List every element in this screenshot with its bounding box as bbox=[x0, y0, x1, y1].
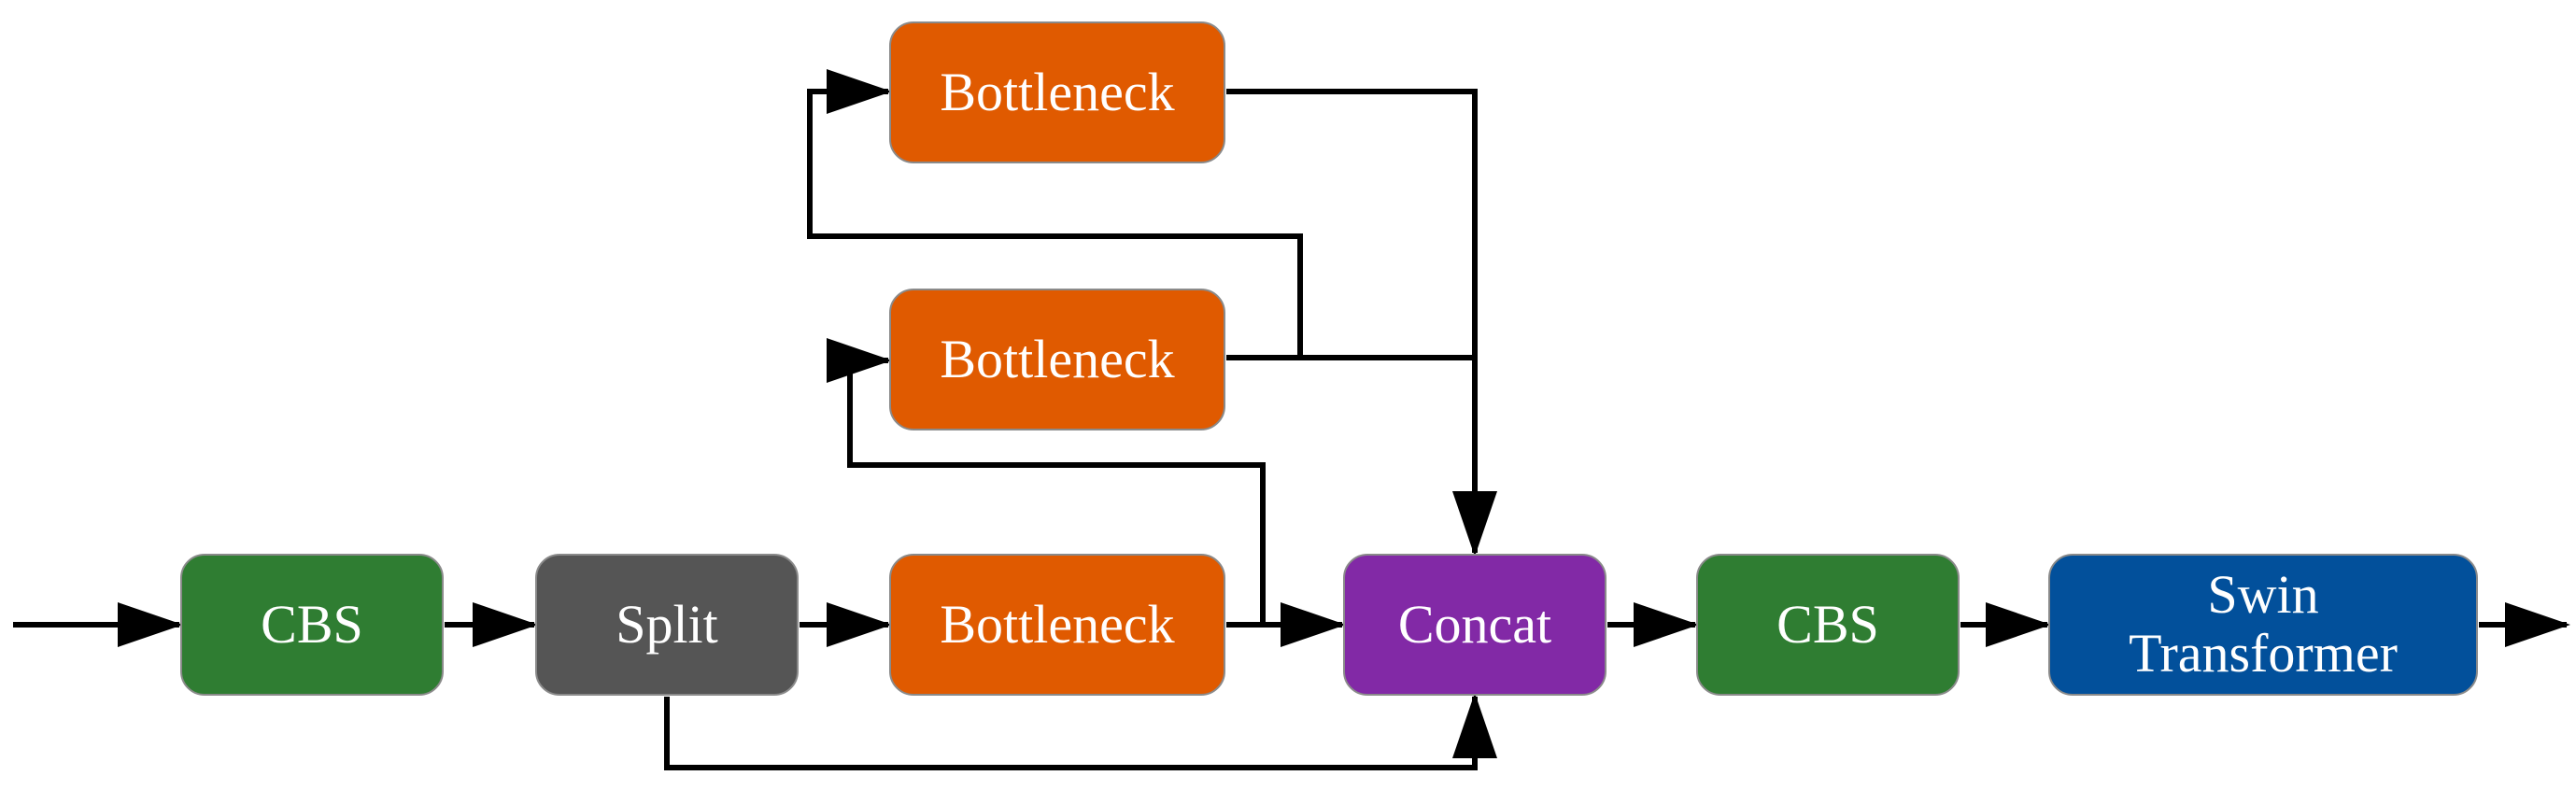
bottleneck-block-3-label: Bottleneck bbox=[940, 61, 1175, 122]
bottleneck-block-2-label: Bottleneck bbox=[940, 328, 1175, 389]
split-block: Split bbox=[535, 554, 799, 696]
concat-block: Concat bbox=[1343, 554, 1606, 696]
cbs-block-input: CBS bbox=[180, 554, 444, 696]
concat-block-label: Concat bbox=[1397, 593, 1552, 655]
edge-bottleneck2-to-bottleneck3 bbox=[807, 69, 1303, 360]
bottleneck-block-3: Bottleneck bbox=[889, 21, 1225, 163]
cbs-block-output-label: CBS bbox=[1776, 593, 1879, 655]
swin-transformer-block: Swin Transformer bbox=[2048, 554, 2478, 696]
edge-split-to-concat bbox=[664, 693, 1497, 770]
split-block-label: Split bbox=[616, 593, 718, 655]
cbs-block-input-label: CBS bbox=[261, 593, 363, 655]
edge-bottleneck3-to-concat bbox=[1226, 89, 1497, 557]
bottleneck-block-1: Bottleneck bbox=[889, 554, 1225, 696]
edge-bottleneck1-to-bottleneck2 bbox=[827, 338, 1266, 625]
swin-transformer-block-label: Swin Transformer bbox=[2129, 564, 2398, 684]
bottleneck-block-2: Bottleneck bbox=[889, 289, 1225, 430]
bottleneck-block-1-label: Bottleneck bbox=[940, 593, 1175, 655]
cbs-block-output: CBS bbox=[1696, 554, 1960, 696]
